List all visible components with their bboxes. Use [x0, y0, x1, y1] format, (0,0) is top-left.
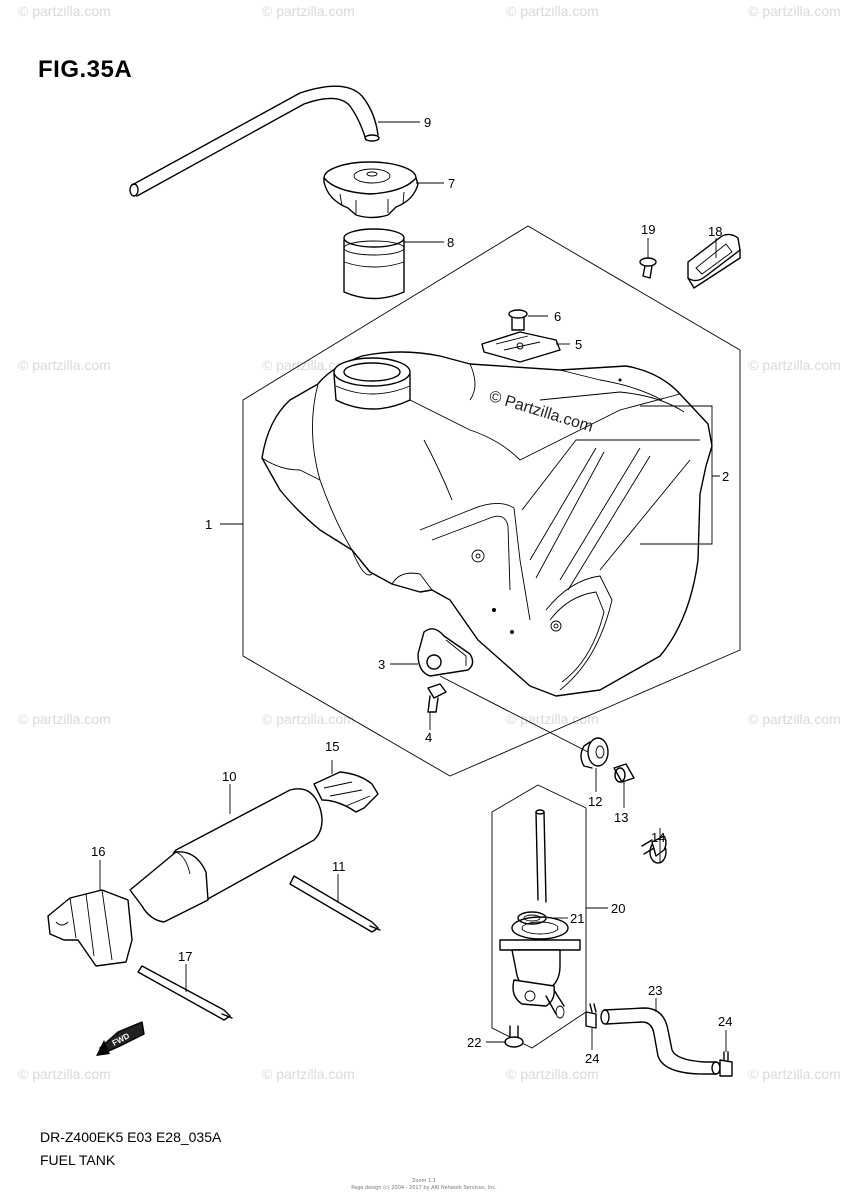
part-5-bracket[interactable] — [481, 331, 561, 363]
callout-19: 19 — [641, 222, 655, 237]
part-9-breather-hose[interactable] — [129, 85, 380, 197]
watermark-text: © partzilla.com — [262, 711, 355, 727]
callout-17: 17 — [178, 949, 192, 964]
callout-24: 24 — [585, 1051, 599, 1066]
model-code: DR-Z400EK5 E03 E28_035A — [40, 1129, 222, 1145]
callout-20: 20 — [611, 901, 625, 916]
callout-10: 10 — [222, 769, 236, 784]
callout-21: 21 — [570, 911, 584, 926]
callout-12: 12 — [588, 794, 602, 809]
part-17-band[interactable] — [137, 965, 233, 1021]
part-20-fuel-valve[interactable] — [499, 809, 581, 1019]
callout-8: 8 — [447, 235, 454, 250]
part-6-bolt[interactable] — [508, 309, 528, 331]
valve-assembly-boundary — [491, 784, 587, 1049]
footer-copyright: Page design (c) 2004 - 2017 by ARI Netwo… — [351, 1185, 497, 1191]
part-11-band[interactable] — [289, 875, 381, 933]
figure-title: FIG.35A — [38, 56, 133, 83]
assembly-boundary — [242, 225, 741, 777]
watermark-text: © partzilla.com — [18, 1066, 111, 1082]
part-24-clip[interactable] — [585, 1003, 597, 1029]
part-10-heat-shield[interactable] — [129, 788, 323, 923]
watermark-text: © partzilla.com — [18, 3, 111, 19]
callout-4: 4 — [425, 730, 432, 745]
fwd-arrow-icon: FWD — [96, 1021, 145, 1056]
callout-7: 7 — [448, 176, 455, 191]
watermark-text: © partzilla.com — [506, 1066, 599, 1082]
page-footer: Zoom 1:1 Page design (c) 2004 - 2017 by … — [0, 1178, 848, 1192]
watermark-text: © partzilla.com — [748, 711, 841, 727]
callout-5: 5 — [575, 337, 582, 352]
callout-9: 9 — [424, 115, 431, 130]
callout-14: 14 — [651, 830, 665, 845]
part-14-bolt[interactable] — [641, 835, 667, 864]
callout-11: 11 — [332, 859, 346, 874]
part-7-fuel-cap[interactable] — [323, 161, 419, 219]
callout-13: 13 — [614, 810, 628, 825]
footer-zoom: Zoom 1:1 — [411, 1178, 437, 1184]
part-13-collar[interactable] — [613, 763, 635, 783]
watermark-text: © partzilla.com — [748, 357, 841, 373]
watermark-text: © partzilla.com — [18, 711, 111, 727]
part-23-fuel-hose[interactable] — [600, 1007, 721, 1075]
callout-15: 15 — [325, 739, 339, 754]
watermark-text: © partzilla.com — [506, 3, 599, 19]
part-3-mounting-bracket[interactable] — [417, 628, 474, 677]
watermark-text: © partzilla.com — [262, 357, 355, 373]
part-4-bolt[interactable] — [427, 683, 447, 713]
callout-3: 3 — [378, 657, 385, 672]
watermark-text: © partzilla.com — [18, 357, 111, 373]
callout-1: 1 — [205, 517, 212, 532]
callout-6: 6 — [554, 309, 561, 324]
callout-18: 18 — [708, 224, 722, 239]
watermark-text: © partzilla.com — [262, 1066, 355, 1082]
watermark-text: © partzilla.com — [748, 3, 841, 19]
part-8-filler-ring[interactable] — [343, 228, 405, 300]
part-18-rubber-strap[interactable] — [687, 233, 741, 289]
part-1-fuel-tank[interactable] — [261, 351, 713, 697]
part-21-gasket[interactable] — [517, 911, 547, 925]
part-16-cushion[interactable] — [47, 889, 133, 967]
watermark-text: © partzilla.com — [748, 1066, 841, 1082]
callout-22: 22 — [467, 1035, 481, 1050]
part-12-grommet[interactable] — [580, 737, 609, 769]
part-24-clip[interactable] — [719, 1051, 733, 1077]
part-15-cushion[interactable] — [313, 771, 379, 813]
part-22-screw[interactable] — [504, 1025, 524, 1048]
callout-16: 16 — [91, 844, 105, 859]
watermark-text: © partzilla.com — [262, 3, 355, 19]
part-group-name: FUEL TANK — [40, 1152, 116, 1168]
callout-2: 2 — [722, 469, 729, 484]
watermark-text: © partzilla.com — [506, 711, 599, 727]
part-19-screw[interactable] — [639, 257, 657, 279]
callout-23: 23 — [648, 983, 662, 998]
leader-lines — [99, 121, 727, 1052]
callout-24: 24 — [718, 1014, 732, 1029]
